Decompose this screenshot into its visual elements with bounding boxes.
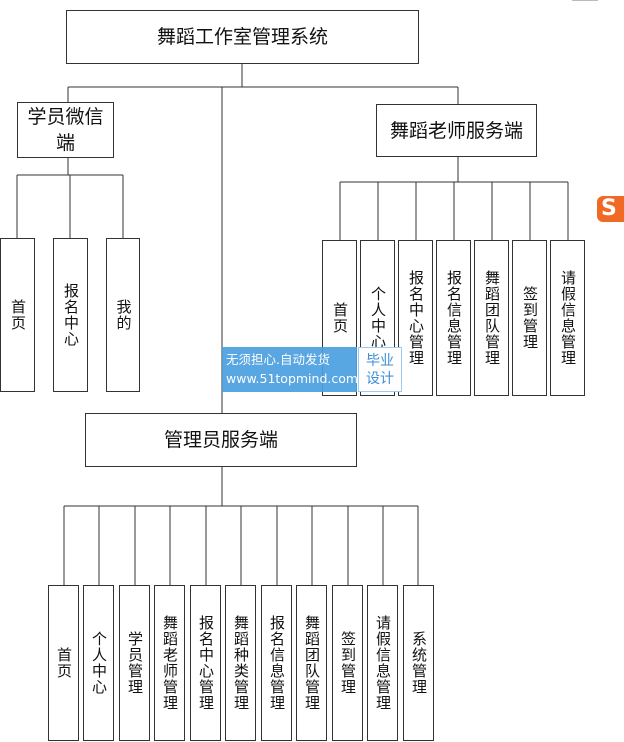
admin-leaf-box: 报名信息管理 — [261, 585, 292, 741]
admin-leaf-label: 首页 — [55, 647, 73, 679]
admin-branch-title: 管理员服务端 — [163, 429, 278, 451]
watermark-badge: 毕业 设计 — [358, 347, 402, 392]
root-box: 舞蹈工作室管理系统 — [66, 10, 419, 64]
brand-logo-glyph: S — [601, 196, 617, 221]
teacher-leaf-label: 个人中心 — [369, 286, 387, 350]
admin-branch-box: 管理员服务端 — [85, 413, 357, 467]
student-branch-title: 学员微信端 — [27, 106, 104, 154]
admin-leaf-label: 舞蹈老师管理 — [161, 615, 179, 711]
teacher-leaf-label: 报名信息管理 — [445, 270, 463, 366]
student-leaf-label: 我的 — [114, 299, 133, 331]
watermark-banner: 无须担心.自动发货 www.51topmind.com — [222, 347, 359, 392]
admin-leaf-box: 个人中心 — [83, 585, 114, 741]
admin-leaf-label: 请假信息管理 — [374, 615, 392, 711]
admin-leaf-label: 舞蹈团队管理 — [303, 615, 321, 711]
teacher-leaf-box: 报名信息管理 — [436, 240, 471, 396]
admin-leaf-label: 签到管理 — [339, 631, 357, 695]
admin-leaf-label: 系统管理 — [410, 631, 428, 695]
teacher-leaf-box: 舞蹈团队管理 — [474, 240, 509, 396]
watermark-badge-line-1: 毕业 — [366, 353, 394, 369]
watermark-badge-line-2: 设计 — [366, 371, 394, 387]
admin-leaf-box: 签到管理 — [332, 585, 363, 741]
student-leaf-label: 报名中心 — [62, 283, 80, 347]
admin-leaf-label: 舞蹈种类管理 — [232, 615, 250, 711]
admin-leaf-box: 首页 — [48, 585, 79, 741]
admin-leaf-box: 系统管理 — [403, 585, 434, 741]
teacher-leaf-label: 报名中心管理 — [407, 270, 425, 366]
watermark-line-2: www.51topmind.com — [226, 371, 359, 386]
admin-leaf-box: 舞蹈团队管理 — [296, 585, 327, 741]
teacher-leaf-label: 签到管理 — [521, 286, 539, 350]
admin-leaf-box: 报名中心管理 — [190, 585, 221, 741]
brand-logo-icon: S — [597, 196, 624, 222]
admin-leaf-label: 报名中心管理 — [197, 615, 215, 711]
student-leaf-box: 我的 — [106, 238, 140, 392]
student-branch-box: 学员微信端 — [17, 102, 114, 158]
student-leaf-label: 首页 — [9, 299, 27, 331]
edge-divider — [572, 0, 598, 1]
teacher-leaf-box: 签到管理 — [512, 240, 547, 396]
admin-leaf-label: 报名信息管理 — [268, 615, 286, 711]
teacher-leaf-label: 请假信息管理 — [559, 270, 577, 366]
teacher-leaf-label: 首页 — [331, 302, 349, 334]
admin-leaf-label: 学员管理 — [126, 631, 144, 695]
student-leaf-box: 首页 — [0, 238, 35, 392]
teacher-leaf-box: 请假信息管理 — [550, 240, 585, 396]
teacher-leaf-label: 舞蹈团队管理 — [483, 270, 501, 366]
admin-leaf-box: 请假信息管理 — [367, 585, 398, 741]
admin-leaf-label: 个人中心 — [90, 631, 108, 695]
admin-leaf-box: 学员管理 — [119, 585, 150, 741]
teacher-branch-box: 舞蹈老师服务端 — [376, 104, 537, 157]
watermark-line-1: 无须担心.自动发货 — [226, 352, 330, 367]
root-title: 舞蹈工作室管理系统 — [156, 26, 328, 48]
student-leaf-box: 报名中心 — [53, 238, 88, 392]
admin-leaf-box: 舞蹈种类管理 — [225, 585, 256, 741]
teacher-leaf-box: 报名中心管理 — [398, 240, 433, 396]
teacher-branch-title: 舞蹈老师服务端 — [389, 119, 523, 142]
admin-leaf-box: 舞蹈老师管理 — [154, 585, 185, 741]
